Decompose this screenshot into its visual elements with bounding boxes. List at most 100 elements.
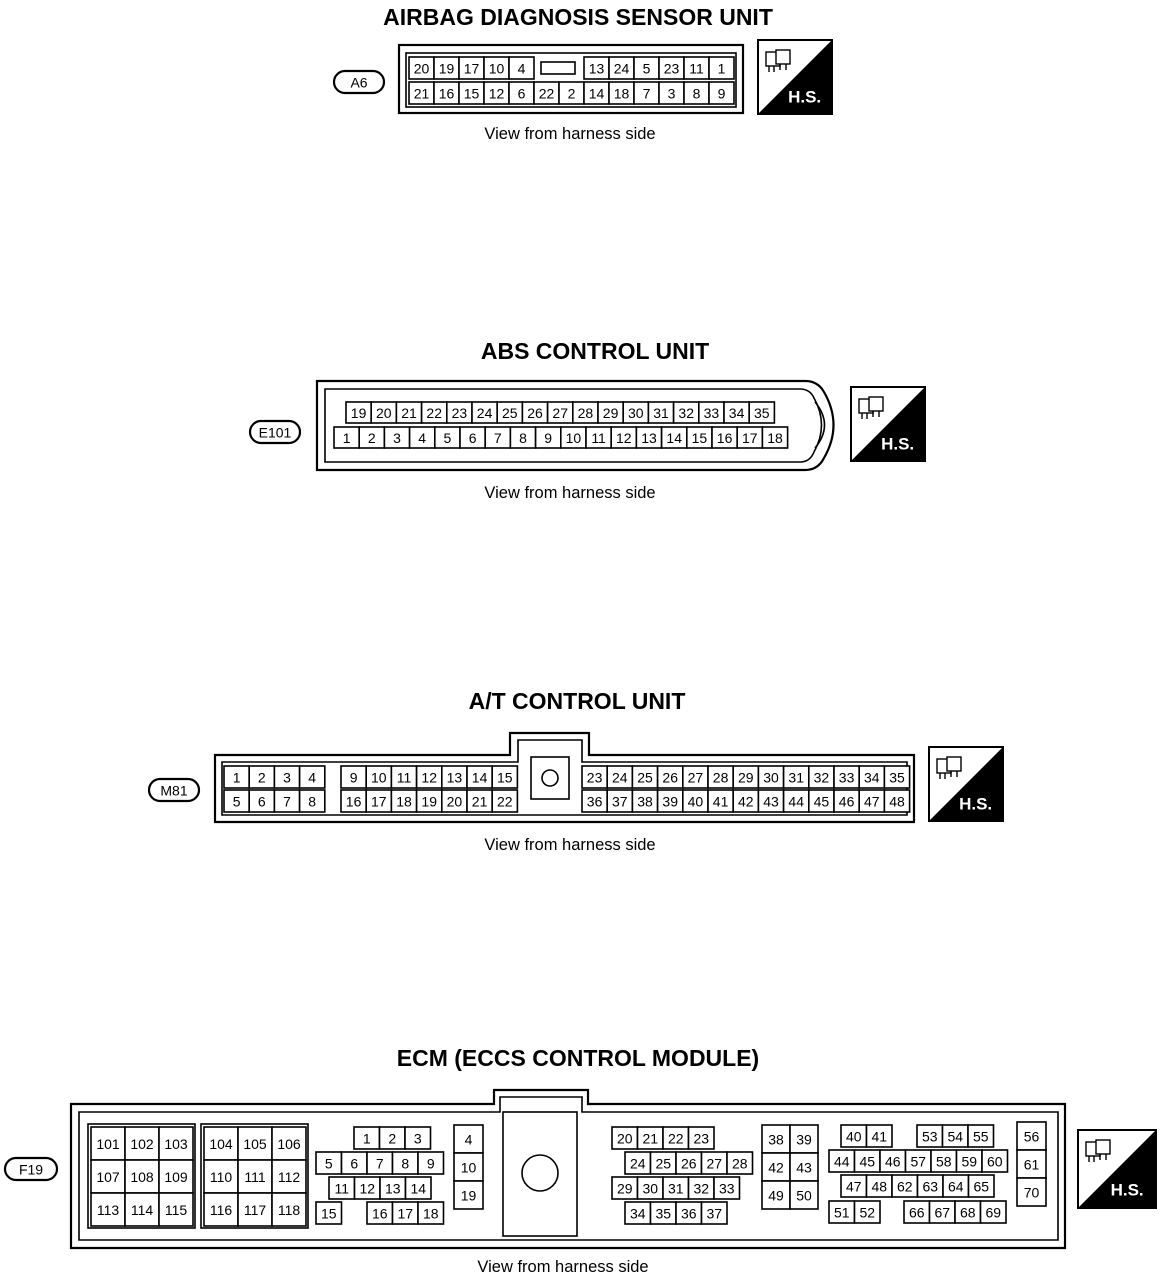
pin-number: 44 — [834, 1154, 850, 1170]
pin-number: 24 — [630, 1156, 646, 1172]
harness-side-badge-label: H.S. — [881, 434, 914, 453]
pin-number: 2 — [568, 86, 576, 102]
pin-number: 57 — [910, 1154, 926, 1170]
connector-id-label: M81 — [160, 783, 187, 799]
pin-number: 105 — [243, 1136, 267, 1152]
pin-number: 5 — [643, 61, 651, 77]
pin-number: 24 — [612, 770, 628, 786]
harness-side-badge-label: H.S. — [788, 87, 821, 106]
pin-number: 38 — [768, 1132, 784, 1148]
pin-number: 4 — [308, 770, 316, 786]
pin-number: 36 — [587, 794, 603, 810]
at-lock-hole — [541, 769, 559, 787]
abs-connector-id: E101 — [248, 419, 302, 445]
pin-number: 26 — [681, 1156, 697, 1172]
pin-cell — [883, 789, 911, 813]
pin-number: 69 — [985, 1205, 1001, 1221]
pin-number: 9 — [718, 86, 726, 102]
harness-side-badge-label: H.S. — [959, 794, 992, 813]
pin-number: 3 — [414, 1131, 422, 1147]
pin-cell — [883, 765, 911, 789]
pin-cell — [124, 1159, 160, 1194]
abs-connector — [315, 379, 835, 472]
pin-number: 35 — [754, 405, 770, 421]
pin-cell — [271, 1159, 307, 1194]
pin-number: 26 — [527, 405, 543, 421]
pin-number: 110 — [210, 1169, 233, 1185]
pin-number: 35 — [889, 770, 905, 786]
pin-number: 21 — [401, 405, 417, 421]
pin-number: 40 — [846, 1129, 862, 1145]
connector-id-label: E101 — [259, 425, 292, 441]
pin-number: 116 — [210, 1202, 233, 1218]
pin-number: 54 — [947, 1129, 963, 1145]
pin-number: 30 — [628, 405, 644, 421]
pin-number: 16 — [439, 86, 455, 102]
ecm-lock-hole — [521, 1154, 559, 1192]
pin-number: 11 — [334, 1181, 349, 1197]
pin-number: 45 — [859, 1154, 875, 1170]
pin-number: 8 — [308, 794, 316, 810]
pin-cell — [1016, 1177, 1047, 1207]
ecm-pins-block-c-row4a: 15 — [315, 1201, 343, 1225]
pin-number: 11 — [397, 770, 412, 786]
pin-number: 42 — [738, 794, 754, 810]
abs-title: ABS CONTROL UNIT — [481, 338, 709, 364]
pin-number: 2 — [388, 1131, 396, 1147]
pin-cell — [708, 56, 735, 80]
pin-number: 31 — [653, 405, 669, 421]
pin-number: 20 — [617, 1131, 633, 1147]
pin-number: 34 — [630, 1206, 646, 1222]
connector-id-label: F19 — [19, 1162, 43, 1178]
pin-number: 14 — [589, 86, 605, 102]
pin-number: 17 — [397, 1206, 413, 1222]
pin-cell — [761, 1180, 791, 1210]
pin-number: 17 — [742, 430, 758, 446]
pin-number: 23 — [587, 770, 603, 786]
connector-id-outline — [3, 1156, 59, 1182]
pin-number: 5 — [233, 794, 241, 810]
pin-cell — [404, 1176, 432, 1200]
pin-number: 22 — [497, 794, 513, 810]
pin-cell — [708, 81, 735, 105]
ecm-caption: View from harness side — [477, 1258, 648, 1276]
pin-number: 15 — [321, 1206, 337, 1222]
pin-number: 64 — [948, 1179, 964, 1195]
pin-number: 5 — [325, 1156, 333, 1172]
pin-number: 49 — [768, 1188, 784, 1204]
pin-cell — [491, 789, 519, 813]
pin-number: 29 — [603, 405, 619, 421]
pin-cell — [271, 1192, 307, 1227]
pin-number: 12 — [616, 430, 632, 446]
pin-number: 21 — [414, 86, 430, 102]
pin-number: 7 — [283, 794, 291, 810]
pin-number: 10 — [371, 770, 387, 786]
pin-cell — [491, 765, 519, 789]
pin-cell — [726, 1151, 754, 1175]
pin-number: 15 — [464, 86, 480, 102]
pin-number: 25 — [655, 1156, 671, 1172]
pin-number: 14 — [666, 430, 682, 446]
pin-number: 2 — [368, 430, 376, 446]
pin-number: 68 — [960, 1205, 976, 1221]
pin-number: 25 — [502, 405, 518, 421]
pin-number: 3 — [283, 770, 291, 786]
pin-number: 25 — [637, 770, 653, 786]
pin-number: 26 — [662, 770, 678, 786]
pin-number: 66 — [909, 1205, 925, 1221]
pin-cell — [453, 1180, 484, 1210]
pin-number: 42 — [768, 1160, 784, 1176]
pin-number: 23 — [693, 1131, 709, 1147]
pin-cell — [508, 56, 535, 80]
